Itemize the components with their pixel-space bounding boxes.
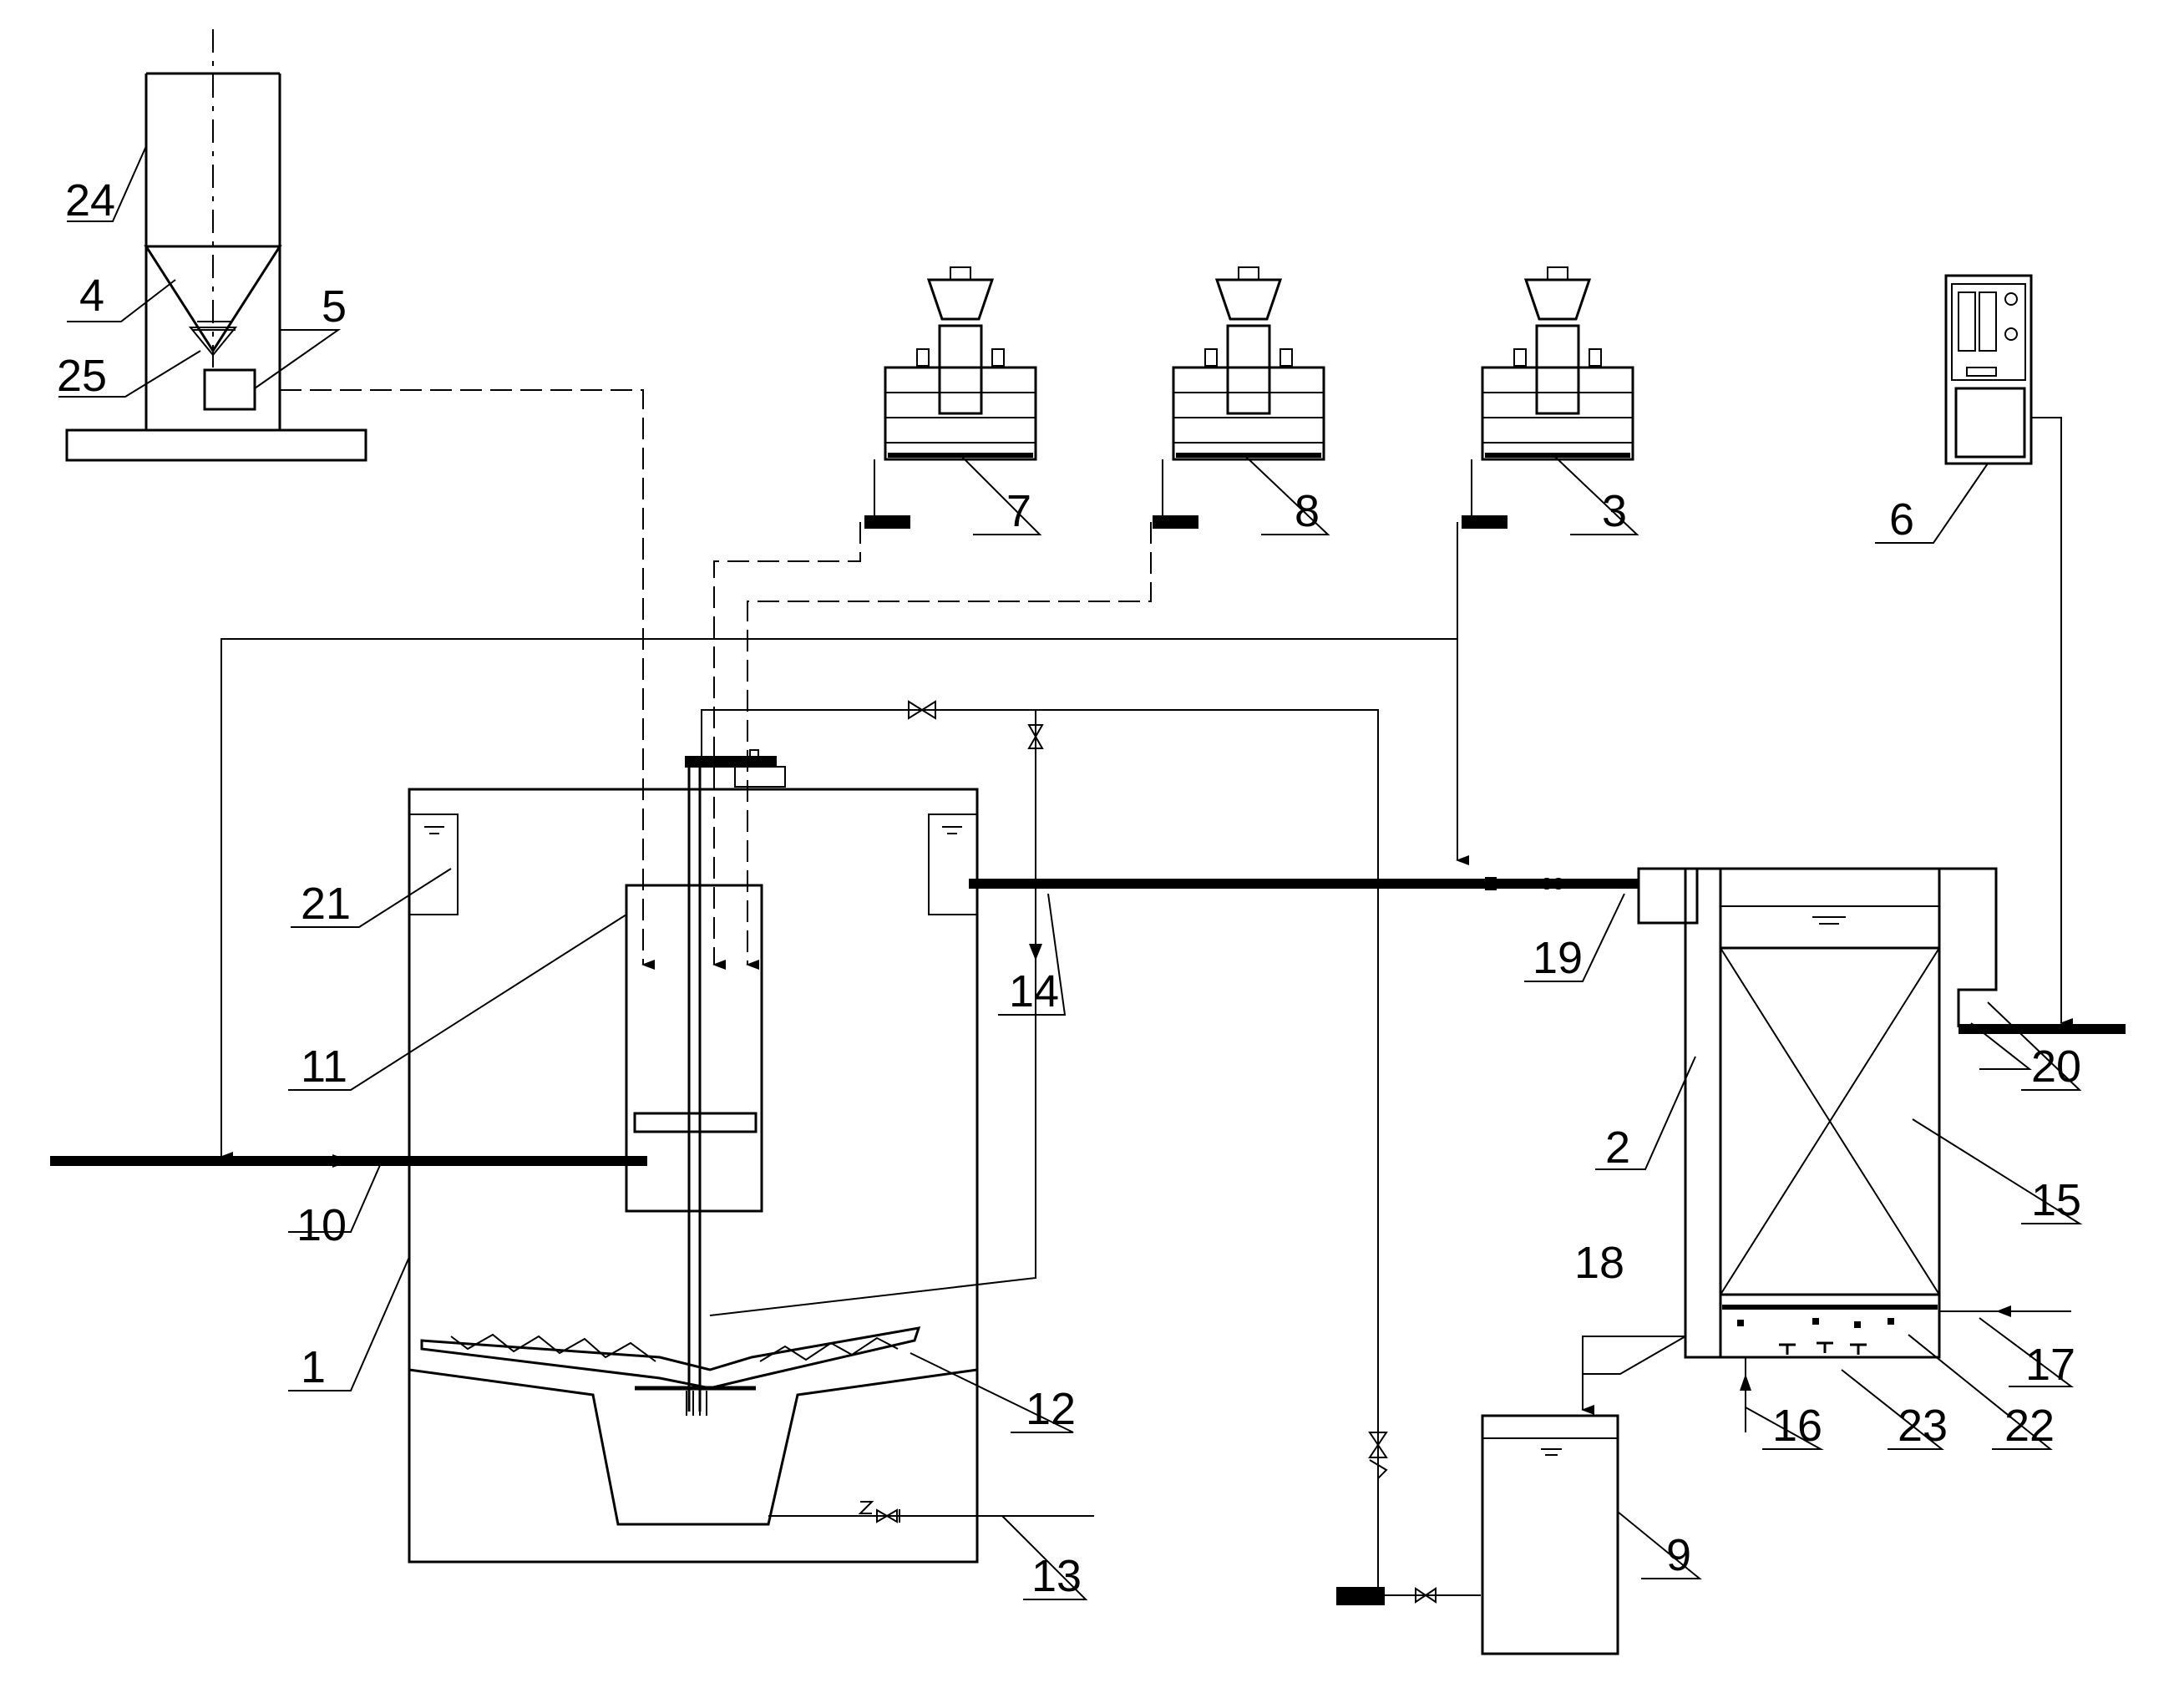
label-8: 8 <box>1295 486 1320 536</box>
dosing-line-7 <box>712 522 861 970</box>
underdrain-23 <box>1779 1341 1867 1355</box>
label-4: 4 <box>79 271 104 321</box>
backwash-drain-18 <box>1581 1336 1685 1415</box>
controller-6 <box>1944 274 2033 465</box>
label-22: 22 <box>2004 1401 2055 1451</box>
label-13: 13 <box>1031 1551 1082 1601</box>
outlet-25 <box>188 327 238 357</box>
label-3: 3 <box>1602 486 1627 536</box>
dosing-line-3-branch <box>220 638 1457 1162</box>
dosing-pump-7 <box>864 515 910 529</box>
recirculation-pump <box>1336 1587 1385 1605</box>
label-15: 15 <box>2031 1175 2081 1225</box>
impeller <box>633 1112 758 1133</box>
label-11: 11 <box>301 1042 347 1092</box>
label-7: 7 <box>1006 486 1031 536</box>
dosing-unit-3 <box>1462 266 1634 529</box>
powder-feed-line <box>280 389 655 970</box>
hopper-4 <box>144 245 282 353</box>
label-12: 12 <box>1026 1384 1076 1434</box>
weir-right <box>928 814 978 915</box>
tank-9 <box>1481 1414 1619 1655</box>
controller-line <box>2031 417 2073 1028</box>
reactor-1 <box>408 749 979 1564</box>
dosing-pump-8 <box>1153 515 1198 529</box>
label-19: 19 <box>1533 933 1583 983</box>
reaction-cylinder-11 <box>625 884 763 1213</box>
inlet-box-19 <box>1637 867 1699 925</box>
label-23: 23 <box>1898 1401 1948 1451</box>
label-5: 5 <box>322 281 347 332</box>
baffle-12 <box>420 1326 921 1390</box>
dosing-line-8 <box>746 522 1152 970</box>
label-9: 9 <box>1666 1530 1691 1580</box>
label-10: 10 <box>296 1200 347 1250</box>
label-16: 16 <box>1772 1401 1822 1451</box>
label-24: 24 <box>65 175 115 226</box>
filter-bed-15 <box>1719 946 1941 1296</box>
label-1: 1 <box>301 1342 326 1392</box>
filter-2 <box>1637 867 1998 1359</box>
label-25: 25 <box>57 351 107 401</box>
label-21: 21 <box>301 879 351 929</box>
label-17: 17 <box>2025 1340 2075 1390</box>
label-18: 18 <box>1574 1238 1624 1288</box>
dosing-pump-3 <box>1462 515 1508 529</box>
label-6: 6 <box>1889 494 1914 545</box>
weir-21 <box>408 814 459 915</box>
label-20: 20 <box>2031 1042 2081 1092</box>
silo-24 <box>65 29 367 462</box>
recirculation-branch <box>709 710 1036 1316</box>
label-14: 14 <box>1009 966 1059 1016</box>
leader-lines <box>58 145 2083 1600</box>
label-2: 2 <box>1605 1123 1630 1173</box>
sludge-hopper <box>408 1368 978 1526</box>
recirculation-line <box>701 709 1379 1595</box>
feeder-5 <box>203 368 256 411</box>
part-labels: 24 4 25 5 7 8 3 6 21 11 14 19 2 20 15 18… <box>57 175 2081 1601</box>
